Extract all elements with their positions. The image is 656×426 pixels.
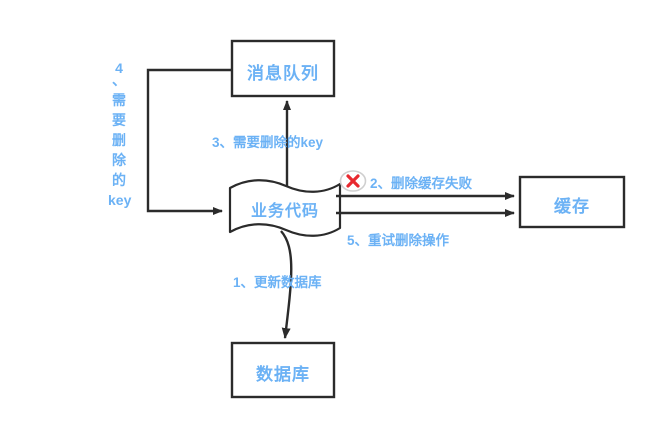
edge-label-5: 5、重试删除操作 <box>347 233 450 248</box>
node-cache-label: 缓存 <box>554 197 590 216</box>
edge-label-4: 4 、 需 要 删 除 的 key <box>108 58 132 210</box>
error-cross-icon <box>339 170 367 192</box>
node-cache[interactable] <box>518 175 626 229</box>
node-database[interactable] <box>230 341 336 399</box>
edge-label-4-char-1: 、 <box>112 72 126 88</box>
edge-label-4-char-0: 4 <box>115 60 123 76</box>
edge-label-4-char-6: 的 <box>112 172 126 188</box>
edge-label-1: 1、更新数据库 <box>233 275 322 290</box>
node-message-queue[interactable] <box>230 39 336 98</box>
edge-label-3: 3、需要删除的key <box>212 135 324 150</box>
edge-label-4-char-5: 除 <box>112 152 126 168</box>
edge-label-4-char-4: 删 <box>112 132 126 148</box>
node-message-queue-label: 消息队列 <box>247 64 319 83</box>
edge-1-line <box>280 230 293 339</box>
edge-label-4-char-7: key <box>108 192 132 208</box>
edge-label-2: 2、删除缓存失败 <box>370 176 473 191</box>
edge-4-line <box>146 68 232 215</box>
edge-label-4-char-2: 需 <box>112 92 126 108</box>
node-business-code[interactable] <box>228 179 342 237</box>
node-database-label: 数据库 <box>256 365 310 384</box>
edge-label-4-char-3: 要 <box>112 112 126 128</box>
node-business-code-label: 业务代码 <box>250 203 319 220</box>
